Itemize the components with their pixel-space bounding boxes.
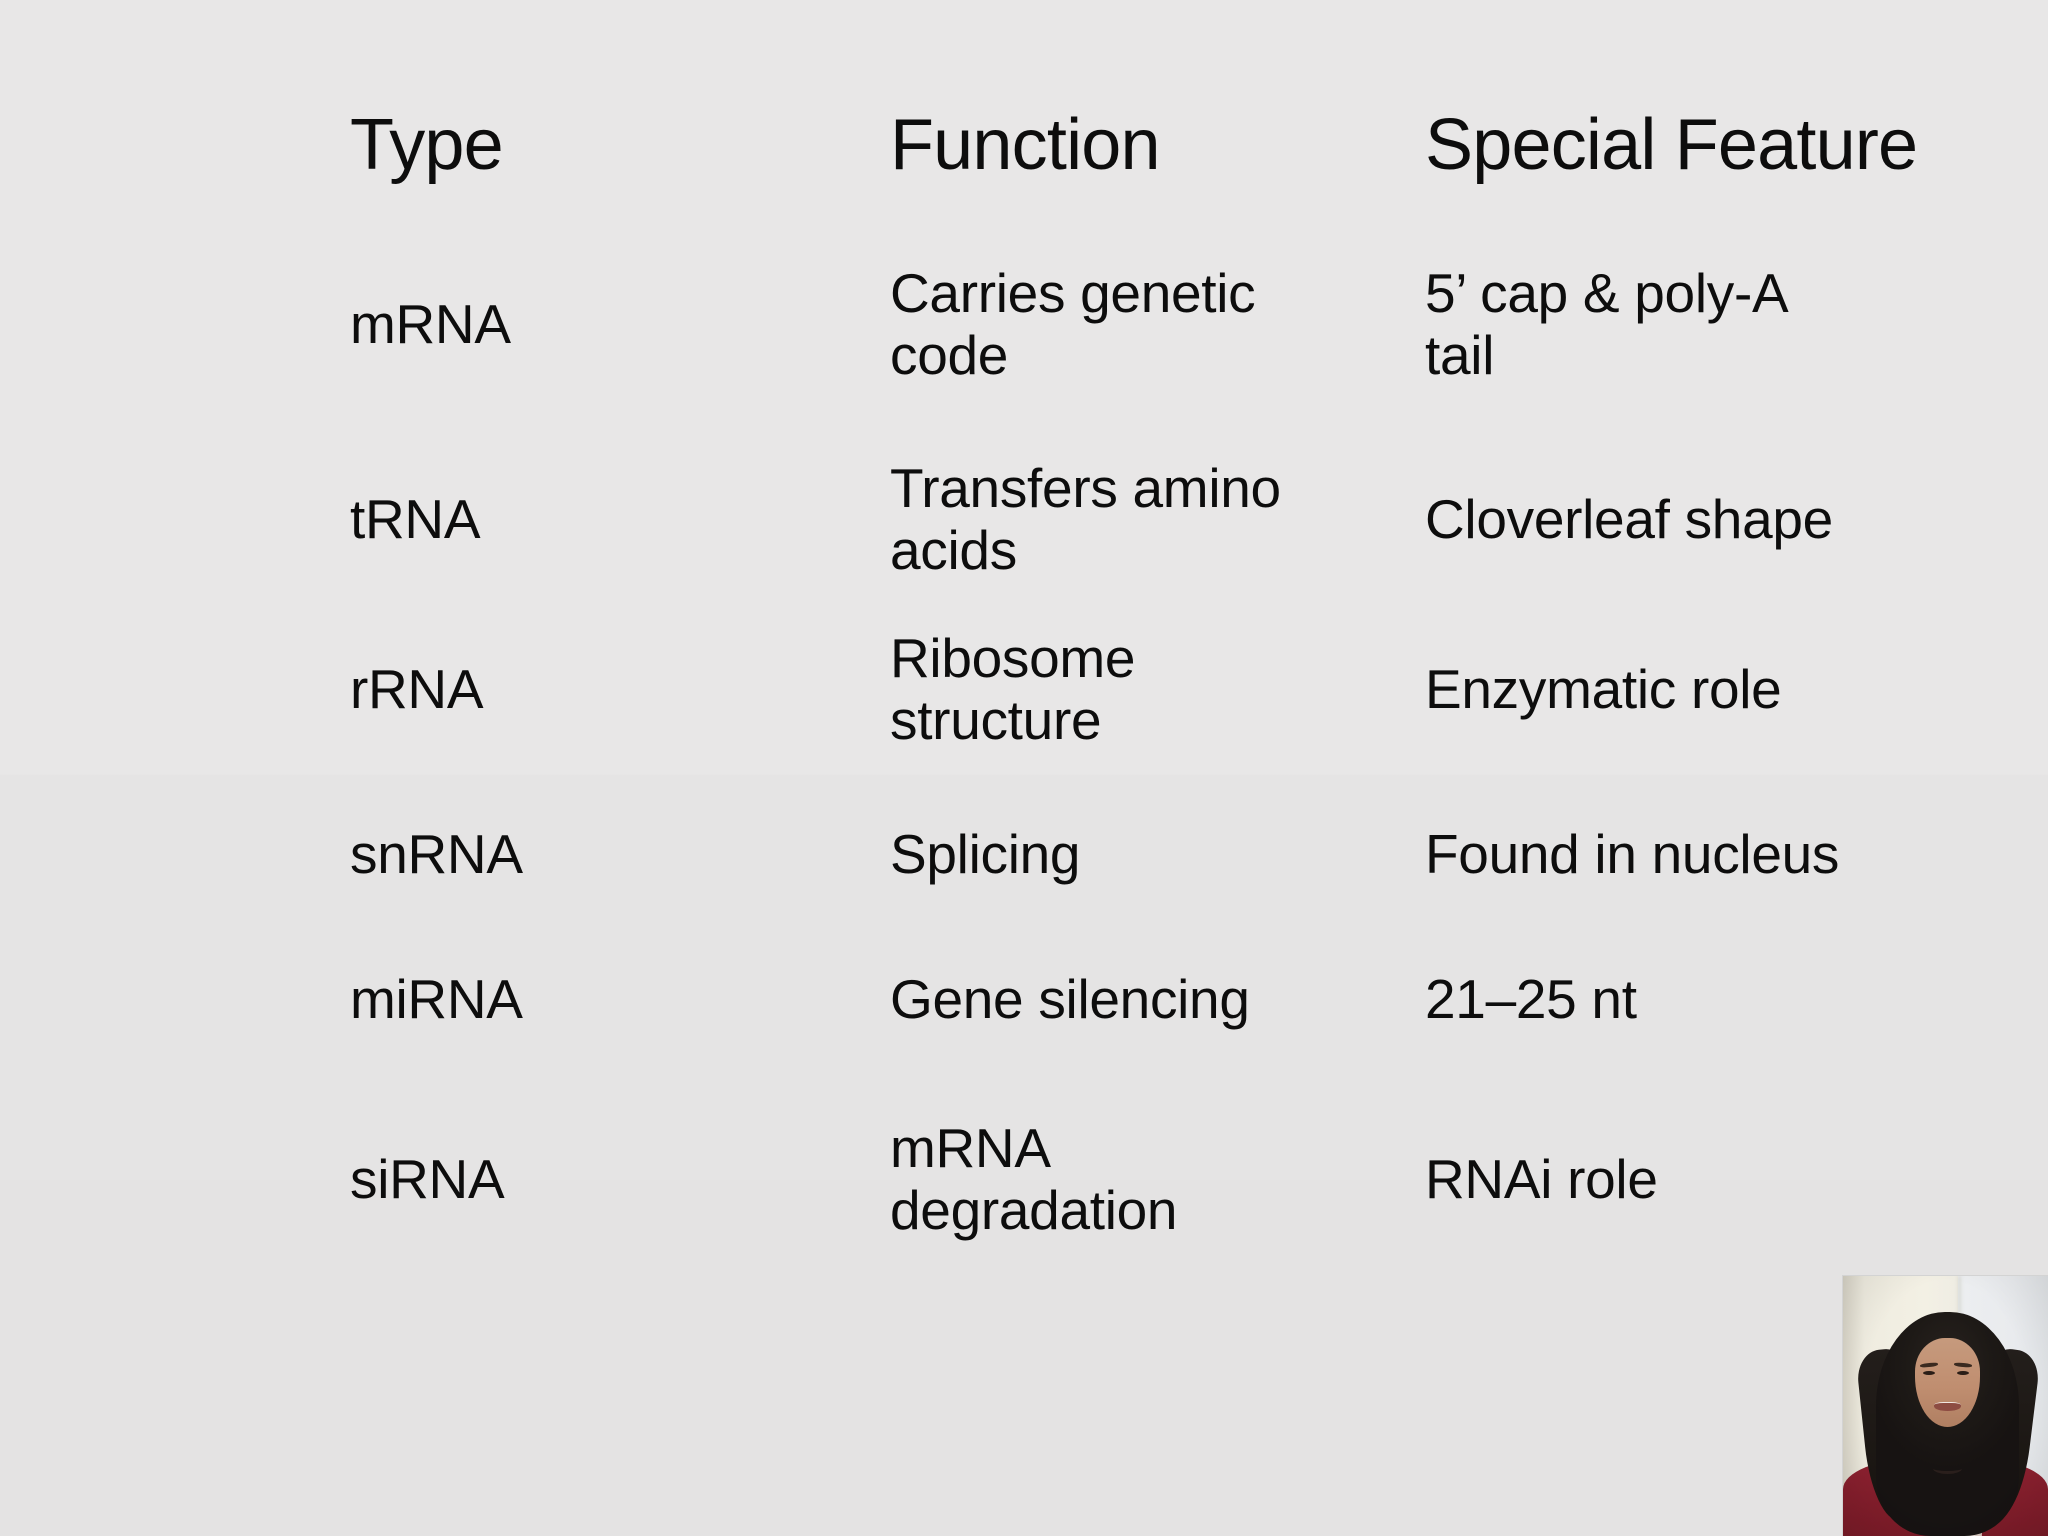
- table-cell-function-wrap: Gene silencing: [890, 955, 1360, 1045]
- presenter-eye-left: [1922, 1370, 1936, 1376]
- table-row: snRNA: [350, 810, 850, 900]
- table-cell-function-wrap: Transfers amino acids: [890, 450, 1360, 590]
- cell-function: Carries genetic code: [890, 262, 1256, 386]
- column-header-special-feature: Special Feature: [1425, 105, 1918, 185]
- cell-type: tRNA: [350, 488, 481, 551]
- table-cell-feature-wrap: Enzymatic role: [1425, 645, 1955, 735]
- table-cell-function-wrap: Ribosome structure: [890, 620, 1360, 760]
- table-row: miRNA: [350, 955, 850, 1045]
- table-cell-feature-wrap: Cloverleaf shape: [1425, 475, 1955, 565]
- cell-type: siRNA: [350, 1148, 505, 1211]
- cell-special-feature: 5’ cap & poly-A tail: [1425, 262, 1789, 386]
- table-cell-function-wrap: Carries genetic code: [890, 255, 1360, 395]
- table-cell-feature-wrap: 5’ cap & poly-A tail: [1425, 255, 1955, 395]
- presenter-necklace: [1933, 1463, 1962, 1474]
- table-cell-function-wrap: Splicing: [890, 810, 1360, 900]
- presenter-video-thumbnail[interactable]: [1843, 1276, 2048, 1536]
- table-cell-feature-wrap: RNAi role: [1425, 1135, 1955, 1225]
- table-row: tRNA: [350, 475, 850, 565]
- cell-function: Splicing: [890, 823, 1081, 886]
- cell-function: Transfers amino acids: [890, 457, 1281, 581]
- cell-special-feature: Found in nucleus: [1425, 823, 1840, 886]
- cell-type: mRNA: [350, 293, 511, 356]
- table-row: rRNA: [350, 645, 850, 735]
- table-cell-feature-wrap: 21–25 nt: [1425, 955, 1955, 1045]
- cell-special-feature: RNAi role: [1425, 1148, 1658, 1211]
- table-row: siRNA: [350, 1135, 850, 1225]
- cell-special-feature: Cloverleaf shape: [1425, 488, 1833, 551]
- cell-type: rRNA: [350, 658, 484, 721]
- cell-function: Gene silencing: [890, 968, 1250, 1031]
- presenter-face: [1914, 1338, 1981, 1427]
- cell-type: miRNA: [350, 968, 523, 1031]
- cell-function: Ribosome structure: [890, 627, 1136, 751]
- table-cell-function-wrap: mRNA degradation: [890, 1110, 1360, 1250]
- presenter-mouth: [1934, 1402, 1961, 1412]
- presenter-eye-right: [1956, 1370, 1970, 1376]
- column-header-type: Type: [350, 105, 504, 185]
- cell-type: snRNA: [350, 823, 523, 886]
- webcam-vignette: [1843, 1276, 2048, 1536]
- cell-function: mRNA degradation: [890, 1117, 1178, 1241]
- table-row: mRNA: [350, 280, 850, 370]
- table-cell-feature-wrap: Found in nucleus: [1425, 810, 1955, 900]
- column-header-function: Function: [890, 105, 1161, 185]
- cell-special-feature: 21–25 nt: [1425, 968, 1637, 1031]
- cell-special-feature: Enzymatic role: [1425, 658, 1782, 721]
